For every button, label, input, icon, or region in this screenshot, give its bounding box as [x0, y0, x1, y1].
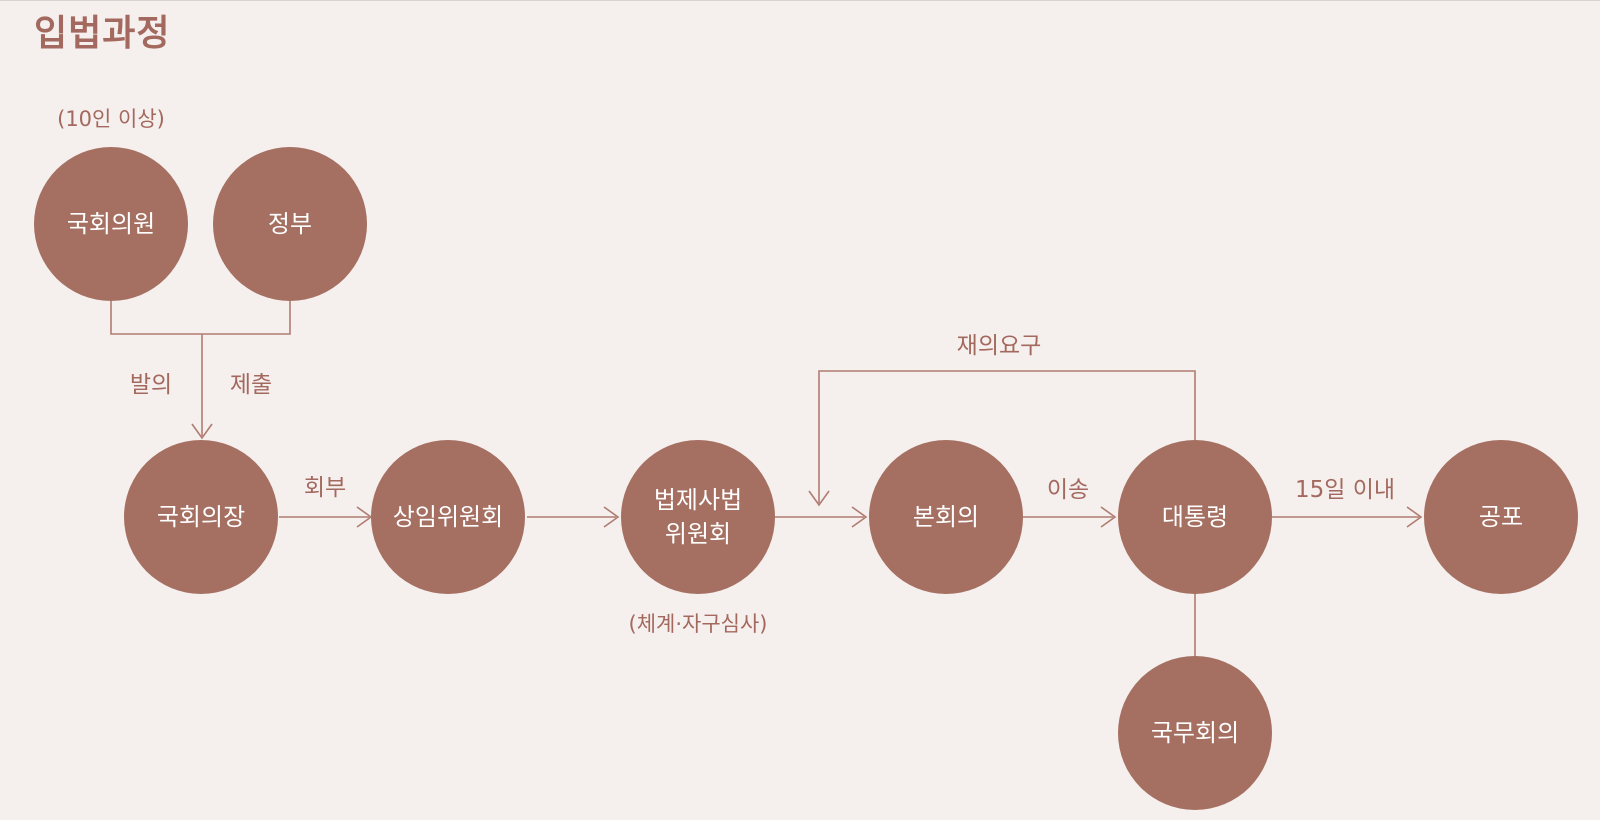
arrowhead-speaker	[191, 423, 213, 440]
review-label: (체계·자구심사)	[628, 612, 768, 636]
node-government: 정부	[213, 147, 367, 301]
merge-connector	[110, 301, 291, 335]
top-border	[0, 0, 1600, 1]
node-plenary: 본회의	[869, 440, 1023, 594]
node-cabinet: 국무회의	[1118, 656, 1272, 810]
node-speaker: 국회의장	[124, 440, 278, 594]
node-promulgation: 공포	[1424, 440, 1578, 594]
transfer-label: 이송	[1046, 477, 1090, 503]
arrowhead-plenary	[851, 506, 868, 528]
node-president: 대통령	[1118, 440, 1272, 594]
reconsideration-label: 재의요구	[956, 333, 1042, 359]
propose-label: 발의	[129, 372, 173, 398]
reconsideration-loop	[818, 370, 1196, 503]
within-15-days-label: 15일 이내	[1294, 477, 1396, 503]
arrowhead-legislation	[603, 506, 620, 528]
page-title: 입법과정	[34, 13, 171, 54]
node-standing-committee: 상임위원회	[371, 440, 525, 594]
submit-label: 제출	[229, 372, 273, 398]
refer-label: 회부	[303, 475, 347, 501]
arrowhead-president	[1100, 506, 1117, 528]
node-legislation-committee: 법제사법 위원회	[621, 440, 775, 594]
member-condition-label: (10인 이상)	[57, 107, 165, 131]
node-member: 국회의원	[34, 147, 188, 301]
arrowhead-promulgation	[1406, 506, 1423, 528]
arrowhead-reconsideration	[808, 490, 830, 507]
